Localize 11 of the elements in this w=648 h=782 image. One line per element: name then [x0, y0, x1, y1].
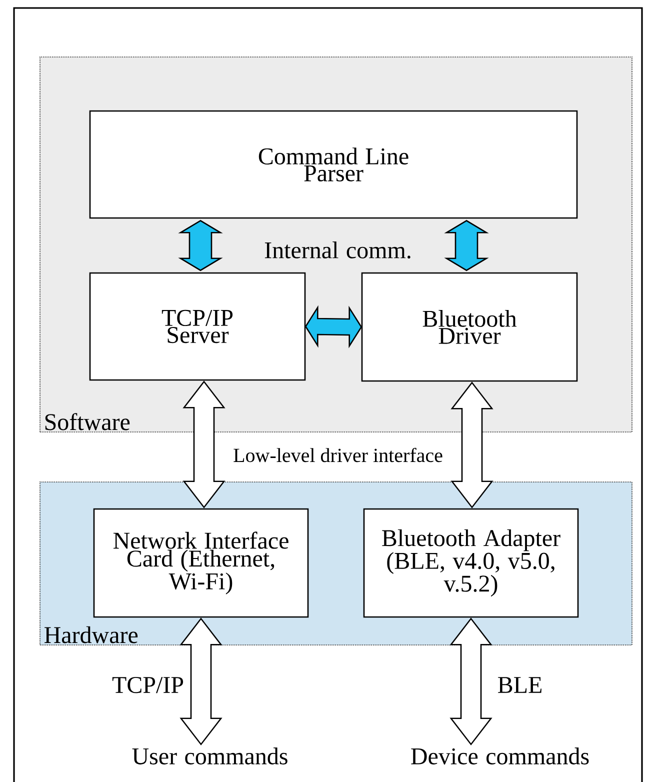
annotation-text: Low-level driver interface — [234, 448, 442, 462]
edge-label: TCP/IP — [112, 676, 184, 694]
process-box: Bluetooth Driver — [361, 272, 578, 382]
annotation-text: Internal comm. — [264, 242, 410, 258]
process-box: TCP/IP Server — [89, 272, 306, 381]
endpoint-label: User commands — [132, 748, 288, 764]
process-box: Network Interface Card (Ethernet, Wi-Fi) — [93, 508, 309, 618]
process-box: Command Line Parser — [89, 110, 578, 219]
process-box: Bluetooth Adapter (BLE, v4.0, v5.0, v.5.2) — [363, 508, 579, 618]
endpoint-label: Device commands — [411, 748, 589, 764]
edge-label: BLE — [498, 677, 542, 693]
